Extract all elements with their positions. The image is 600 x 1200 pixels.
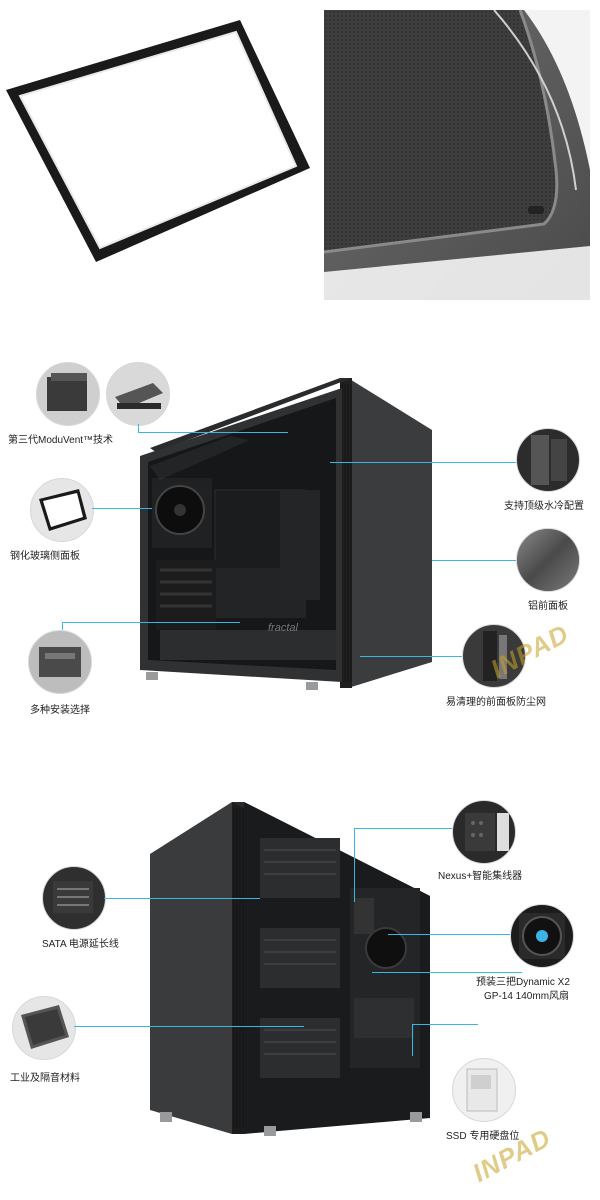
callout-line-glass	[92, 508, 152, 509]
callout-line-material	[74, 1026, 304, 1027]
case-logo: fractal	[268, 622, 298, 634]
moduvent-thumbnail-2	[106, 362, 170, 426]
fans-thumbnail	[510, 904, 574, 968]
callout-moduvent: 第三代ModuVent™技术	[8, 435, 114, 446]
material-thumbnail	[12, 996, 76, 1060]
callout-mounting: 多种安装选择	[30, 705, 90, 716]
callout-line-ssd	[412, 1024, 413, 1056]
callout-aluminium: 铝前面板	[528, 601, 568, 612]
watercooling-thumbnail	[516, 428, 580, 492]
callout-line-dustfilter	[360, 656, 462, 657]
ssd-thumbnail	[452, 1058, 516, 1122]
callout-line-sata	[104, 898, 260, 899]
callout-dustfilter: 易清理的前面板防尘网	[446, 697, 546, 708]
callout-line-mounting	[62, 622, 240, 623]
callout-line-watercooling	[330, 462, 516, 463]
nexus-thumbnail	[452, 800, 516, 864]
callout-line-fans	[388, 934, 510, 935]
case-rear-view	[140, 798, 450, 1144]
moduvent-thumbnail	[36, 362, 100, 426]
dustfilter-thumbnail	[462, 624, 526, 688]
callout-sata: SATA 电源延长线	[42, 939, 119, 950]
callout-fans-line1: 预装三把Dynamic X2	[476, 977, 570, 988]
callout-fans-line2: GP-14 140mm风扇	[484, 991, 570, 1002]
callout-line-moduvent	[138, 424, 139, 432]
aluminium-thumbnail	[516, 528, 580, 592]
glass-panel-thumbnail	[30, 478, 94, 542]
callout-glass: 钢化玻璃侧面板	[10, 551, 80, 562]
glass-panel-image	[0, 0, 318, 300]
sata-thumbnail	[42, 866, 106, 930]
case-side-view: fractal	[120, 370, 440, 700]
callout-material: 工业及隔音材料	[10, 1073, 80, 1084]
callout-ssd: SSD 专用硬盘位	[446, 1131, 520, 1142]
callout-line-aluminium	[432, 560, 516, 561]
dust-filter-closeup	[324, 10, 590, 300]
callout-nexus: Nexus+智能集线器	[438, 871, 523, 882]
callout-line-nexus	[354, 828, 452, 829]
callout-watercooling: 支持顶级水冷配置	[504, 501, 584, 512]
mounting-thumbnail	[28, 630, 92, 694]
